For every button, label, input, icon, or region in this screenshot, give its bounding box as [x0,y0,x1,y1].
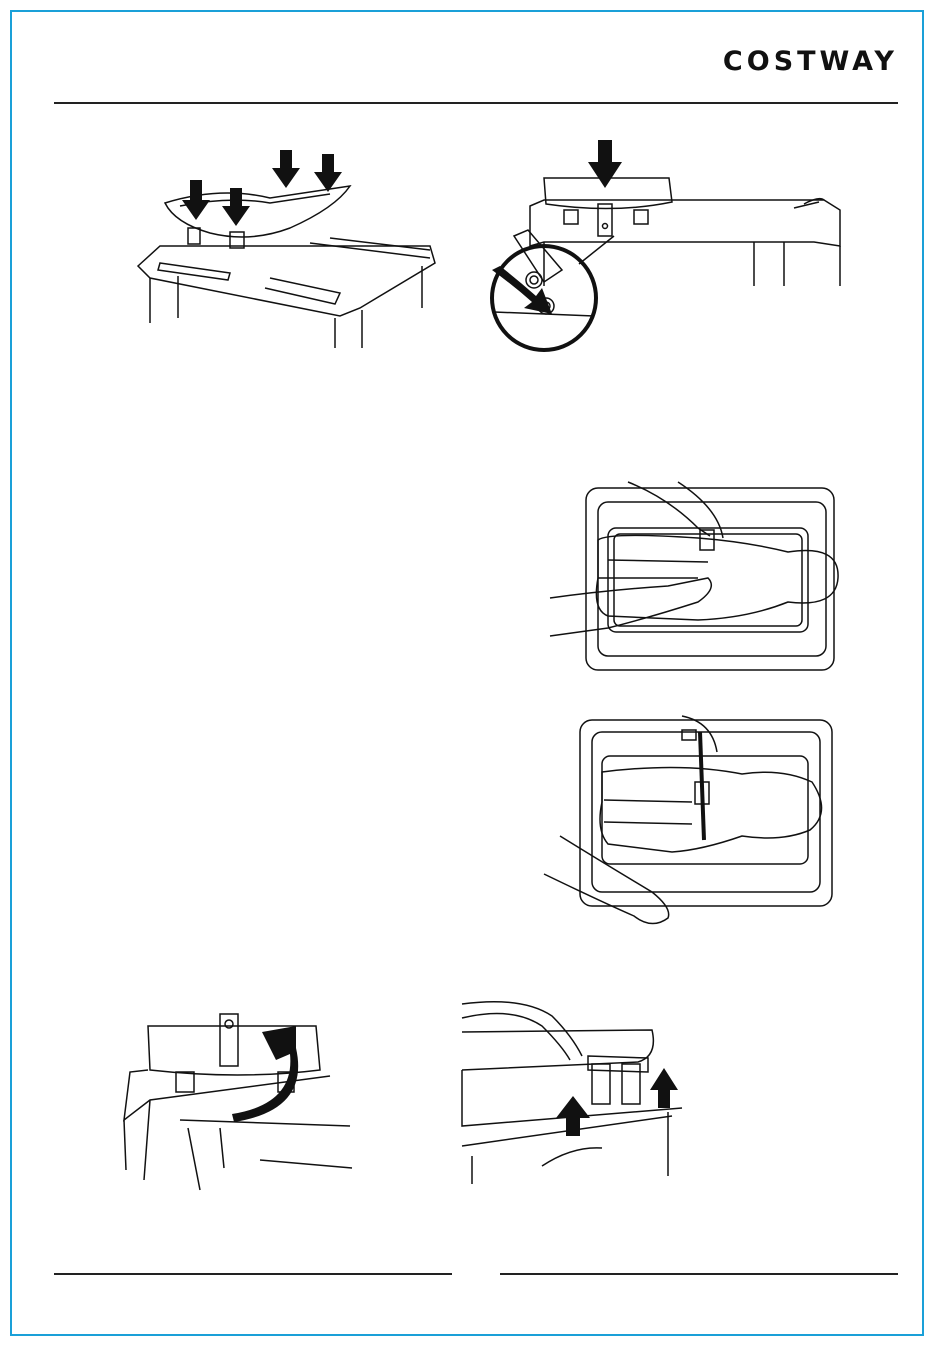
footer-rule-left [54,1273,452,1275]
figure-strap-tighten [542,712,842,938]
tray-insert-arrows-illustration [130,148,440,353]
figure-tray-insert [130,148,440,357]
header-rule [54,102,898,104]
strap-tighten-illustration [542,712,842,934]
figure-tray-lift [462,996,687,1190]
buckle-strap-illustration [548,478,848,678]
tray-lift-illustration [462,996,687,1186]
footer-rule-right [500,1273,898,1275]
tray-lock-detail-illustration [484,136,854,356]
figure-tray-rotate [120,1010,355,1199]
tray-rotate-illustration [120,1010,355,1195]
figure-buckle-strap [548,478,848,682]
figure-tray-lock [484,136,854,360]
brand-logo: COSTWAY [723,46,898,77]
